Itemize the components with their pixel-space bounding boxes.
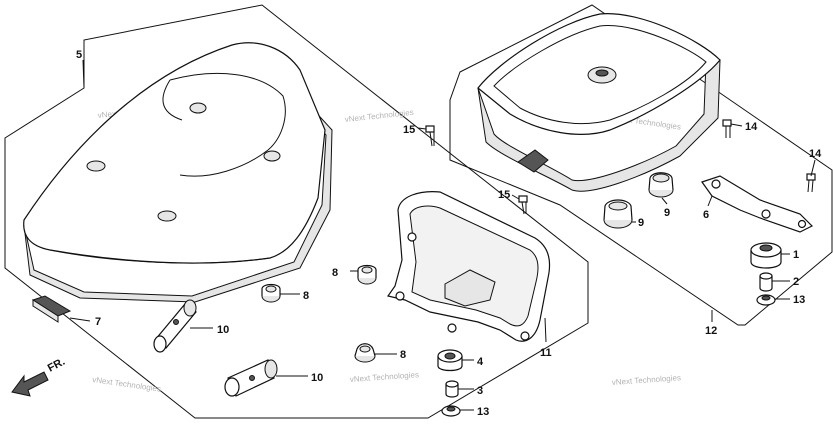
- callout-8-upper: 8: [332, 267, 338, 279]
- callouts: 5 7 10 10 8 8 8 4 3 13 11 15 15 9 9 6 14…: [76, 49, 822, 418]
- callout-8-lower: 8: [400, 349, 406, 361]
- washer-13-lower: [441, 405, 461, 417]
- cushion-8-upper-right: [357, 264, 377, 285]
- callout-13-upper: 13: [793, 294, 805, 306]
- cushion-9-left: [603, 199, 633, 229]
- callout-1: 1: [793, 249, 799, 261]
- callout-9-right: 9: [664, 207, 670, 219]
- cushion-8-lower: [354, 343, 376, 363]
- washer-13-upper: [756, 294, 776, 306]
- collar-2: [759, 272, 773, 292]
- reflector-part: [31, 295, 72, 323]
- callout-15-middle: 15: [498, 189, 510, 201]
- direction-label: FR.: [46, 356, 67, 375]
- callout-10-lower: 10: [311, 372, 323, 384]
- rear-box-part: [477, 13, 721, 192]
- seat-part: [23, 42, 333, 303]
- arrow-icon: [11, 371, 49, 397]
- bolt-14-lower: [806, 173, 816, 193]
- callout-9-left: 9: [638, 217, 644, 229]
- bolt-15-upper: [425, 125, 435, 147]
- callout-2: 2: [793, 276, 799, 288]
- front-direction-arrow: FR.: [11, 356, 67, 397]
- grommet-4: [437, 349, 463, 372]
- bolt-14-upper: [722, 119, 732, 138]
- callout-15-upper: 15: [403, 124, 415, 136]
- watermark-5: vNext Technologies: [350, 370, 420, 384]
- callout-8-middle: 8: [303, 290, 309, 302]
- callout-12: 12: [705, 325, 717, 337]
- bracket-part: [701, 175, 814, 233]
- callout-14-lower: 14: [809, 148, 822, 160]
- callout-13-lower: 13: [477, 406, 489, 418]
- grommet-1: [750, 242, 782, 269]
- callout-4: 4: [477, 356, 484, 368]
- callout-14-upper: 14: [745, 121, 758, 133]
- cushion-9-right: [648, 172, 674, 198]
- callout-10-upper: 10: [217, 324, 229, 336]
- watermark-4: vNext Technologies: [92, 375, 162, 394]
- callout-6: 6: [703, 209, 709, 221]
- callout-3: 3: [477, 385, 483, 397]
- collar-part-lower: [224, 359, 278, 397]
- callout-11: 11: [540, 347, 552, 359]
- cushion-8-middle: [261, 283, 281, 303]
- leader-lines: [69, 59, 816, 411]
- watermark-6: vNext Technologies: [612, 373, 682, 387]
- callout-5: 5: [76, 49, 82, 61]
- collar-part-upper: [153, 299, 197, 353]
- seat-frame-part: [387, 191, 551, 342]
- collar-3: [445, 380, 459, 398]
- seat-group-outline: [4, 4, 589, 419]
- callout-7: 7: [95, 316, 101, 328]
- watermark-2: vNext Technologies: [344, 108, 414, 124]
